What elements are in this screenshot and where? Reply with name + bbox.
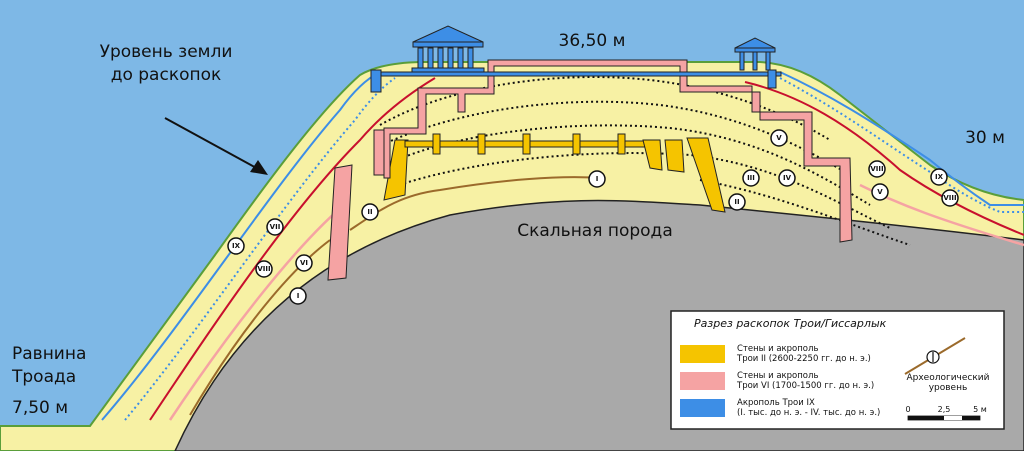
layer-line-blue <box>101 71 1024 421</box>
svg-text:VI: VI <box>300 259 308 267</box>
svg-text:IV: IV <box>783 174 792 182</box>
level-marker: IV <box>778 169 796 187</box>
legend-swatch-troy2 <box>680 345 725 363</box>
level-markers: I II I VI VIII VII IX V III IV II VIII V… <box>227 129 959 305</box>
svg-text:IX: IX <box>935 173 944 181</box>
svg-text:VIII: VIII <box>943 194 956 202</box>
layer-line-blue-dotted <box>124 77 1024 421</box>
level-marker: II <box>728 193 746 211</box>
legend-item-label: Стены и акрополь <box>737 371 818 381</box>
legend-item-label: Стены и акрополь <box>737 344 818 354</box>
level-marker: I <box>588 170 606 188</box>
svg-text:VII: VII <box>270 223 281 231</box>
svg-text:III: III <box>747 174 755 182</box>
level-marker: VIII <box>868 160 886 178</box>
svg-text:IX: IX <box>232 242 241 250</box>
scale-label: 0 <box>905 405 910 414</box>
svg-text:I: I <box>596 175 599 183</box>
arch-level-label: уровень <box>929 383 968 393</box>
svg-text:V: V <box>877 188 883 196</box>
plain-label-line2: Троада <box>11 367 76 387</box>
svg-text:VIII: VIII <box>257 265 270 273</box>
ground-level-label-line2: до раскопок <box>111 65 222 85</box>
level-marker: V <box>871 183 889 201</box>
svg-text:II: II <box>734 198 739 206</box>
ground-level-arrow <box>164 117 268 175</box>
level-marker: VII <box>266 218 284 236</box>
level-marker: V <box>770 129 788 147</box>
summit-height-label: 36,50 м <box>559 31 626 51</box>
level-marker: III <box>742 169 760 187</box>
right-height-label: 30 м <box>965 128 1005 148</box>
plain-label-line1: Равнина <box>12 344 86 364</box>
level-marker: IX <box>227 237 245 255</box>
level-marker: II <box>361 203 379 221</box>
level-marker: VIII <box>941 189 959 207</box>
svg-text:VIII: VIII <box>870 165 883 173</box>
scale-label: 5 м <box>973 405 987 414</box>
ground-level-label-line1: Уровень земли <box>100 42 233 62</box>
troy2-walls <box>383 133 726 213</box>
arch-level-label: Археологический <box>906 373 989 383</box>
legend-swatch-troy9 <box>680 399 725 417</box>
scale-bar <box>907 415 981 421</box>
legend: Разрез раскопок Трои/Гиссарлык Стены и а… <box>670 310 1005 430</box>
legend-item-label: Трои II (2600-2250 гг. до н. э.) <box>736 354 871 364</box>
troy6-walls <box>327 59 853 281</box>
legend-item-label: Трои VI (1700-1500 гг. до н. э.) <box>736 381 874 391</box>
troy9-acropolis <box>370 25 782 93</box>
svg-text:II: II <box>367 208 372 216</box>
level-marker: VI <box>295 254 313 272</box>
level-marker: IX <box>930 168 948 186</box>
plain-height-label: 7,50 м <box>12 398 68 418</box>
legend-item-label: Акрополь Трои IX <box>737 398 815 408</box>
level-marker: VIII <box>255 260 273 278</box>
scale-label: 2,5 <box>938 405 951 414</box>
legend-title: Разрез раскопок Трои/Гиссарлык <box>694 317 887 330</box>
legend-swatch-troy6 <box>680 372 725 390</box>
layer-line-red <box>149 77 1024 421</box>
level-marker: I <box>289 287 307 305</box>
bedrock-label: Скальная порода <box>517 221 672 241</box>
svg-text:I: I <box>297 292 300 300</box>
svg-text:V: V <box>776 134 782 142</box>
legend-item-label: (I. тыс. до н. э. - IV. тыс. до н. э.) <box>737 408 880 418</box>
